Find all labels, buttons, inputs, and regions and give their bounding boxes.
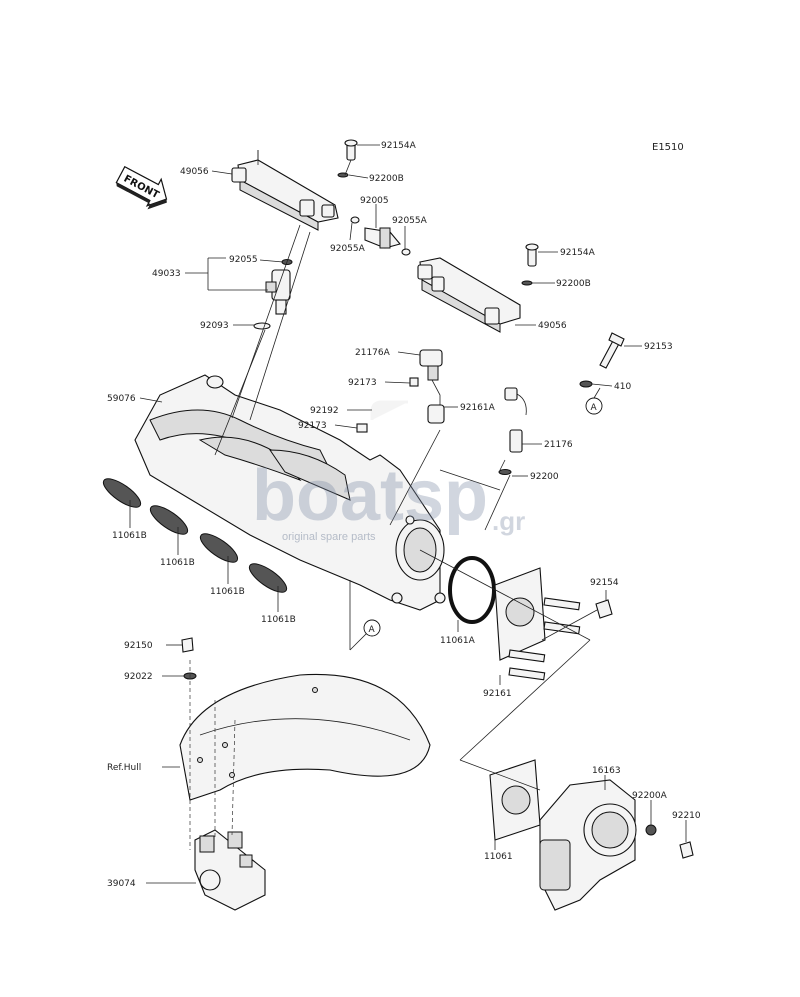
diagram-code: E1510	[652, 142, 684, 153]
gaskets-11061B	[102, 478, 288, 593]
guide-lines	[189, 150, 598, 850]
hull-section	[179, 673, 431, 801]
label-11061B-2: 11061B	[160, 558, 195, 568]
label-410: 410	[614, 382, 631, 392]
label-ref-hull: Ref.Hull	[107, 763, 141, 773]
label-11061B-3: 11061B	[210, 587, 245, 597]
bolt-92150	[181, 637, 197, 680]
label-92153: 92153	[644, 342, 673, 352]
watermark-suffix: .gr	[492, 506, 525, 536]
injector-49033	[253, 259, 293, 330]
label-11061A: 11061A	[440, 636, 476, 646]
label-39074: 39074	[107, 879, 136, 889]
watermark-main: boatsp	[252, 456, 488, 536]
watermark: boatsp .gr original spare parts	[252, 456, 525, 543]
regulator-92005	[350, 216, 411, 256]
sensor-21176A	[356, 349, 445, 433]
label-92150: 92150	[124, 641, 153, 651]
watermark-sub: original spare parts	[282, 531, 376, 543]
label-92210: 92210	[672, 811, 701, 821]
front-arrow-icon: FRONT	[115, 165, 168, 210]
label-21176A: 21176A	[355, 348, 391, 358]
callout-a-upper: A	[585, 387, 603, 415]
svg-text:49056: 49056	[538, 321, 567, 331]
label-92173-top: 92173	[348, 378, 377, 388]
label-92005: 92005	[360, 196, 389, 206]
label-59076: 59076	[107, 394, 136, 404]
label-92200B-right: 92200B	[556, 279, 591, 289]
bolt-92154A-right	[521, 243, 539, 286]
label-16163: 16163	[592, 766, 621, 776]
label-92200B-top: 92200B	[369, 174, 404, 184]
label-92022: 92022	[124, 672, 153, 682]
label-92093: 92093	[200, 321, 229, 331]
svg-text:A: A	[369, 625, 376, 635]
label-11061: 11061	[484, 852, 513, 862]
label-92200: 92200	[530, 472, 559, 482]
labels: 92154A 92200B 49056 92005 92055A 92055A …	[107, 141, 701, 889]
intake-manifold-59076	[134, 374, 446, 611]
callout-a-lower: A	[363, 619, 381, 637]
svg-text:A: A	[591, 403, 598, 413]
label-21176: 21176	[544, 440, 573, 450]
label-92154A-right: 92154A	[560, 248, 596, 258]
label-49056-top: 49056	[180, 167, 209, 177]
label-92161: 92161	[483, 689, 512, 699]
sensor-21176	[498, 387, 527, 475]
label-92161A: 92161A	[460, 403, 496, 413]
label-92055A-right: 92055A	[392, 216, 428, 226]
label-92154A-top: 92154A	[381, 141, 417, 151]
bolt-92154A-top	[337, 139, 358, 178]
throttle-body-16163	[489, 759, 694, 911]
label-11061B-1: 11061B	[112, 531, 147, 541]
label-92154: 92154	[590, 578, 619, 588]
label-92200A: 92200A	[632, 791, 668, 801]
fuel-rail-left	[231, 150, 339, 231]
spacer-plate-92161	[494, 567, 581, 681]
label-92173-bottom: 92173	[298, 421, 327, 431]
sensor-39074	[194, 829, 266, 911]
bolt-92154	[595, 599, 613, 619]
bolt-92153	[579, 332, 625, 388]
fuel-rail-right	[417, 257, 521, 333]
label-92192: 92192	[310, 406, 339, 416]
oring-11061A	[448, 556, 496, 624]
label-92055A-left: 92055A	[330, 244, 366, 254]
label-49033: 49033	[152, 269, 181, 279]
label-11061B-4: 11061B	[261, 615, 296, 625]
label-92055: 92055	[229, 255, 258, 265]
